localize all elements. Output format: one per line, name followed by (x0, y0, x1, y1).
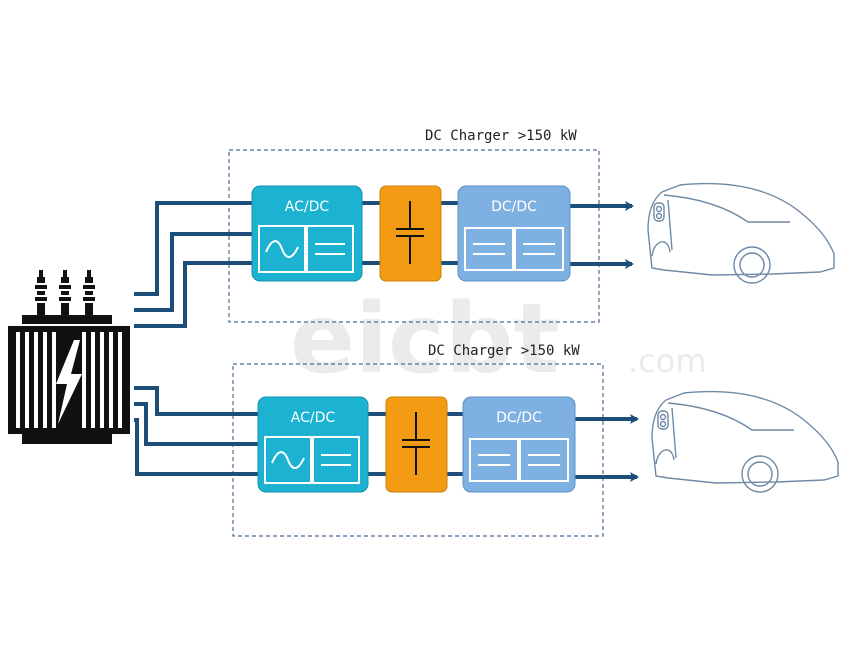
dc-symbol-icon (478, 454, 560, 466)
dc-symbol-icon (473, 243, 555, 255)
capacitor-icon (402, 412, 430, 475)
sine-wave-icon (271, 451, 305, 469)
acdc-label-bottom: AC/DC (291, 410, 336, 426)
input-lines-bottom (134, 386, 258, 476)
insulator-middle (59, 270, 71, 315)
dcdc-block-top: DC/DC (457, 185, 571, 282)
watermark-brand: eicbt (290, 283, 560, 395)
dcdc-label-bottom: DC/DC (496, 410, 542, 426)
charger-frame-bottom (232, 363, 604, 537)
dc-symbol-icon (315, 243, 345, 255)
dcdc-label-top: DC/DC (491, 199, 537, 215)
input-lines-top (134, 201, 252, 328)
electric-car-top (647, 182, 835, 284)
acdc-block-bottom: AC/DC (257, 396, 369, 493)
output-arrows-bottom (575, 414, 639, 482)
electric-car-bottom (651, 390, 839, 493)
dcdc-block-bottom: DC/DC (462, 396, 576, 493)
watermark-suffix: .com (628, 342, 707, 380)
watermark: eicbt .com (290, 283, 707, 395)
capacitor-icon (396, 201, 424, 264)
acdc-block-top: AC/DC (251, 185, 363, 282)
dc-symbol-icon (321, 454, 351, 466)
insulator-left (35, 270, 47, 315)
capacitor-block-bottom (385, 396, 448, 493)
bus-lines-top (362, 201, 458, 265)
charger-title-top: DC Charger >150 kW (425, 128, 577, 144)
acdc-label-top: AC/DC (285, 199, 330, 215)
insulator-right (83, 270, 95, 315)
output-arrows-top (570, 201, 634, 269)
charger-title-bottom: DC Charger >150 kW (428, 343, 580, 359)
capacitor-block-top (379, 185, 442, 282)
bus-lines-bottom (368, 412, 463, 476)
transformer-icon (8, 270, 130, 444)
sine-wave-icon (265, 240, 299, 258)
